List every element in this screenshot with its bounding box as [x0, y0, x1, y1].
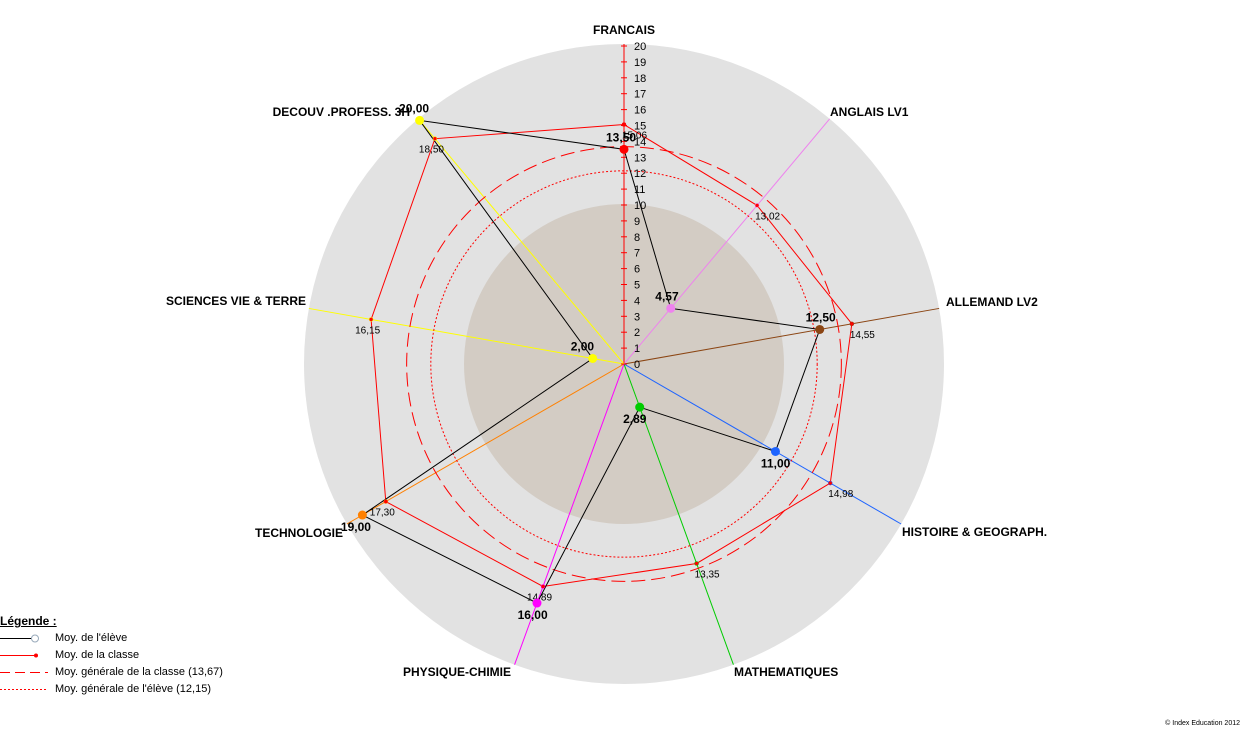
tick-label: 18 — [634, 73, 646, 85]
tick-label: 15 — [634, 121, 646, 133]
student-point — [588, 353, 598, 363]
legend-title: Légende : — [0, 614, 57, 628]
axis-line-anglais-lv1 — [623, 118, 831, 365]
student-value-label: 19,00 — [341, 520, 371, 534]
axis-label-mathematiques: MATHEMATIQUES — [734, 665, 838, 679]
student-point — [415, 115, 425, 125]
axis-line-sciences-vie-terre — [308, 307, 625, 365]
legend-swatch-student — [0, 634, 39, 643]
student-value-label: 11,00 — [761, 456, 791, 470]
axis-line-technologie — [346, 363, 625, 525]
class-point — [849, 321, 855, 327]
axis-line-allemand-lv2 — [623, 307, 940, 365]
axis-line-physique-chimie — [514, 363, 625, 665]
axis-label-technologie: TECHNOLOGIE — [255, 526, 343, 540]
axis-label-decouv-profess-3h: DECOUV .PROFESS. 3H — [273, 105, 410, 119]
class-series-line — [370, 124, 853, 587]
tick-label: 7 — [634, 248, 640, 260]
class-value-label: 13,02 — [755, 211, 780, 222]
student-point — [815, 324, 825, 334]
legend-label-student-general: Moy. générale de l'élève (12,15) — [55, 683, 211, 695]
legend: Légende : Moy. de l'élève Moy. de la cla… — [0, 614, 223, 698]
student-point — [666, 303, 676, 313]
tick-label: 17 — [634, 89, 646, 101]
legend-label-student: Moy. de l'élève — [55, 632, 128, 644]
axis-line-mathematiques — [623, 363, 734, 665]
class-value-label: 13,35 — [695, 569, 720, 580]
student-point — [619, 144, 629, 154]
legend-item-student-general: Moy. générale de l'élève (12,15) — [0, 681, 211, 698]
student-series-line — [361, 119, 821, 604]
class-value-label: 18,50 — [419, 145, 444, 156]
class-value-label: 14,55 — [850, 330, 875, 341]
legend-swatch-student-general — [0, 689, 48, 690]
student-general-average-circle — [430, 170, 818, 558]
axes — [308, 44, 940, 665]
tick-label: 0 — [634, 359, 640, 371]
legend-label-class: Moy. de la classe — [55, 649, 140, 661]
class-value-label: 17,30 — [370, 508, 395, 519]
legend-item-class: Moy. de la classe — [0, 647, 139, 664]
tick-label: 19 — [634, 57, 646, 69]
axis-label-anglais-lv1: ANGLAIS LV1 — [830, 105, 909, 119]
axis-line-histoire-geograph — [623, 363, 902, 525]
legend-item-class-general: Moy. générale de la classe (13,67) — [0, 664, 223, 681]
tick-label: 16 — [634, 105, 646, 117]
student-point — [770, 446, 780, 456]
axis-label-francais: FRANCAIS — [593, 23, 655, 37]
student-value-label: 12,50 — [806, 310, 836, 324]
class-point — [432, 136, 438, 141]
legend-item-student: Moy. de l'élève — [0, 630, 127, 647]
class-value-label: 14,98 — [828, 489, 853, 500]
student-value-label: 16,00 — [518, 608, 548, 622]
tick-label: 1 — [634, 343, 640, 355]
tick-label: 5 — [634, 280, 640, 292]
class-point — [621, 122, 627, 127]
student-value-label: 2,89 — [623, 412, 647, 426]
tick-label: 14 — [634, 136, 646, 148]
tick-label: 20 — [634, 41, 646, 53]
student-value-label: 20,00 — [399, 101, 429, 115]
axis-label-allemand-lv2: ALLEMAND LV2 — [946, 295, 1038, 309]
legend-swatch-class — [0, 653, 38, 658]
axis-label-physique-chimie: PHYSIQUE-CHIMIE — [403, 665, 511, 679]
class-point — [383, 499, 389, 504]
student-value-label: 2,00 — [571, 339, 595, 353]
class-point — [694, 561, 699, 566]
class-value-label: 16,15 — [355, 325, 380, 336]
tick-label: 4 — [634, 295, 640, 307]
tick-label: 2 — [634, 327, 640, 339]
student-point — [635, 402, 645, 412]
series: 15,06 13,02 14,55 14,98 13,35 14,89 17,30 16,15… — [341, 101, 875, 622]
legend-swatch-class-general — [0, 672, 48, 673]
student-value-label: 13,50 — [606, 130, 636, 144]
tick-label: 8 — [634, 232, 640, 244]
class-point — [540, 584, 546, 589]
student-value-label: 4,57 — [655, 289, 679, 303]
axis-line-decouv-profess-3h — [417, 118, 625, 365]
tick-label: 9 — [634, 216, 640, 228]
tick-label: 6 — [634, 264, 640, 276]
tick-label: 3 — [634, 311, 640, 323]
tick-label: 11 — [634, 184, 645, 196]
axis-label-histoire-geograph: HISTOIRE & GEOGRAPH. — [902, 525, 1047, 539]
legend-label-class-general: Moy. générale de la classe (13,67) — [55, 666, 223, 678]
class-point — [368, 317, 374, 322]
axis-label-sciences-vie-terre: SCIENCES VIE & TERRE — [166, 294, 306, 308]
student-point — [532, 598, 542, 608]
class-point — [754, 203, 760, 208]
class-value-label: 14,89 — [527, 592, 552, 603]
class-point — [828, 480, 833, 486]
tick-label: 12 — [634, 168, 646, 180]
student-point — [357, 510, 367, 520]
copyright: © Index Education 2012 — [1165, 720, 1240, 727]
tick-label: 13 — [634, 152, 646, 164]
class-value-label: 15,06 — [622, 131, 647, 142]
